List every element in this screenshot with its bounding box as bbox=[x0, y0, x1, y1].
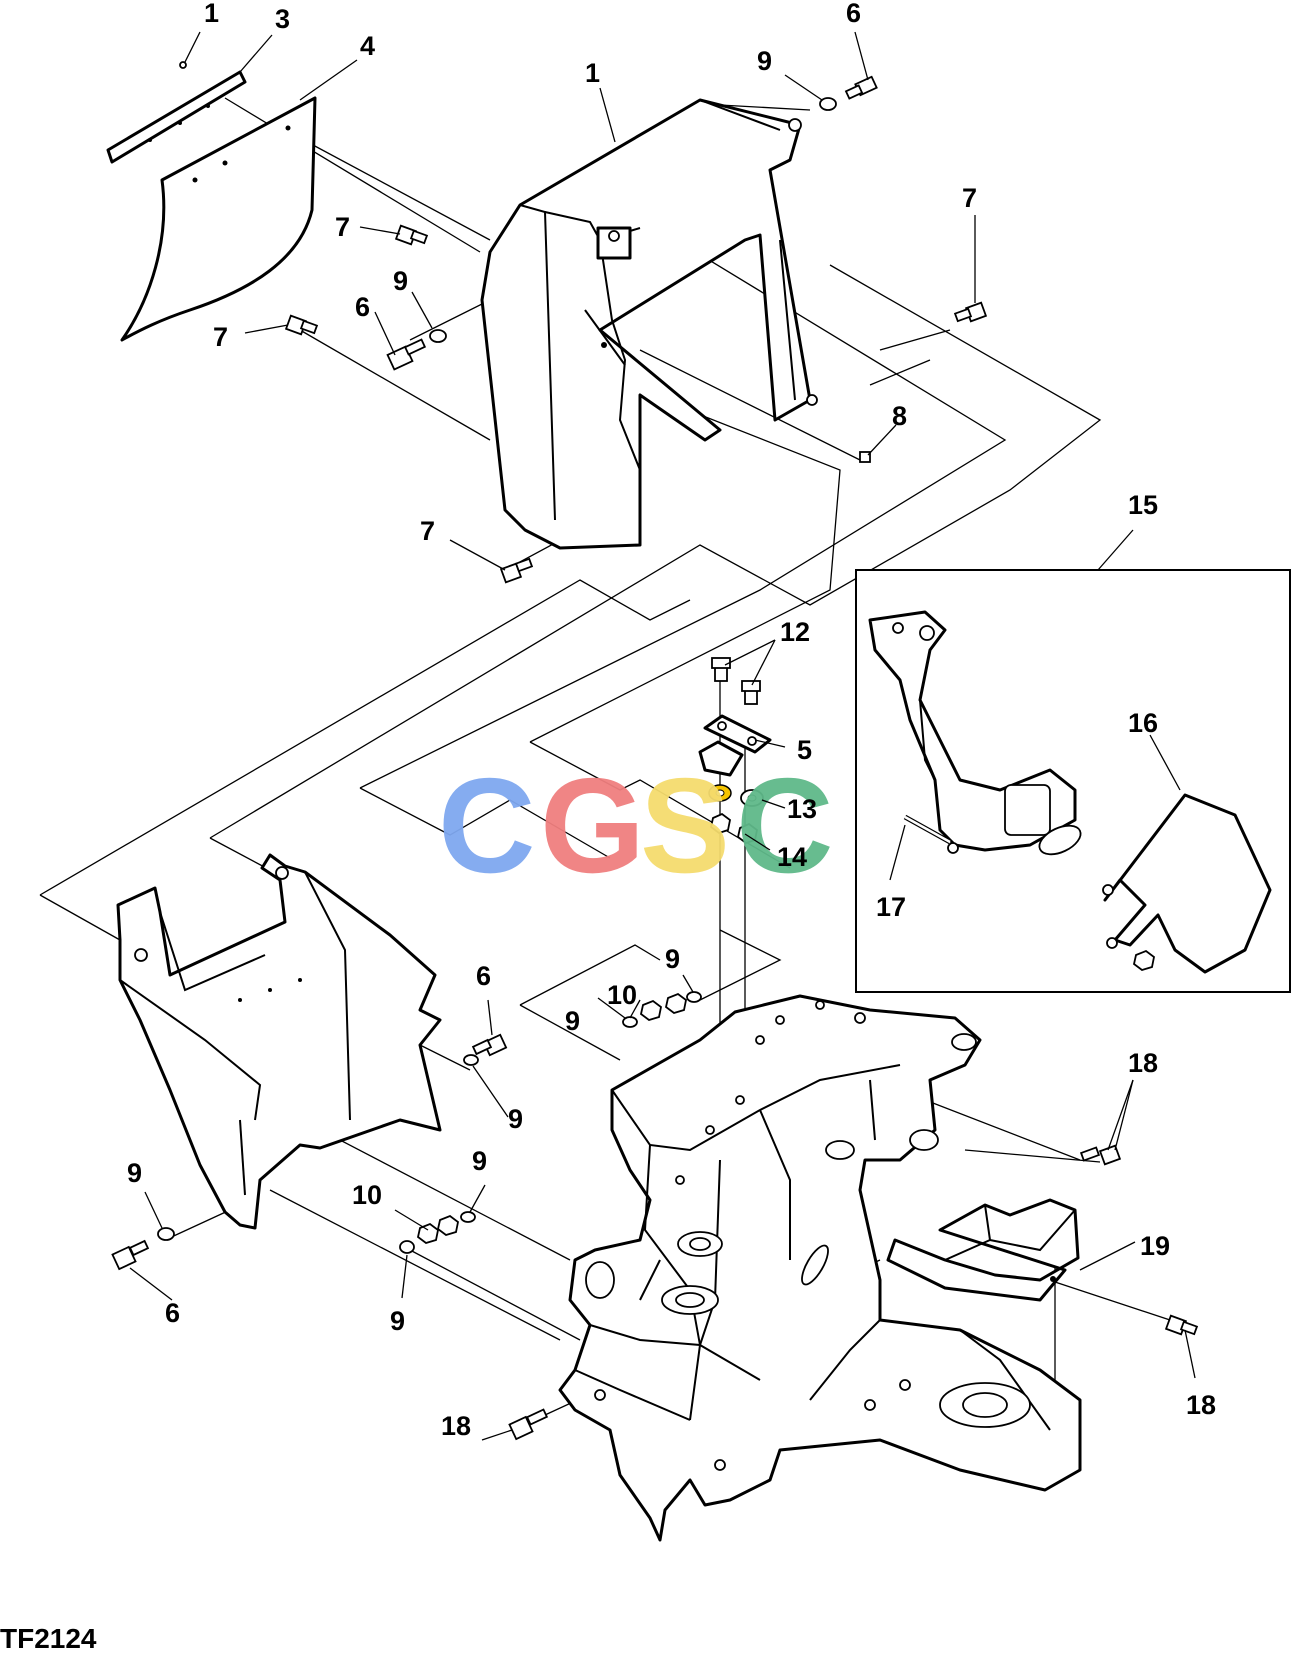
lower-left-shield bbox=[116, 853, 442, 1230]
watermark-letter-c2: C bbox=[736, 750, 834, 901]
callout-16: 16 bbox=[1128, 708, 1158, 738]
callout-9: 9 bbox=[565, 1006, 580, 1036]
bolts-18 bbox=[508, 1144, 1199, 1441]
bolt-7-right bbox=[953, 301, 988, 323]
callout-8: 8 bbox=[892, 401, 907, 431]
bolt-6-right-lowerleft bbox=[471, 1033, 508, 1057]
callout-1: 1 bbox=[204, 0, 219, 28]
callout-6: 6 bbox=[476, 961, 491, 991]
callout-17: 17 bbox=[876, 892, 906, 922]
callout-9: 9 bbox=[665, 944, 680, 974]
plate-part-5 bbox=[703, 714, 772, 754]
strip-part-3 bbox=[106, 70, 247, 164]
callout-13: 13 bbox=[787, 794, 817, 824]
screw-1 bbox=[179, 61, 187, 69]
inset-detail bbox=[855, 529, 1291, 993]
callout-15: 15 bbox=[1128, 490, 1158, 520]
callout-18: 18 bbox=[441, 1411, 471, 1441]
lower-left-hardware bbox=[111, 991, 702, 1271]
callout-19: 19 bbox=[1140, 1231, 1170, 1261]
callout-1: 1 bbox=[585, 58, 600, 88]
main-frame-casting bbox=[558, 994, 1082, 1542]
callout-7: 7 bbox=[420, 516, 435, 546]
nut-8 bbox=[859, 451, 871, 463]
watermark-letter-s: S bbox=[640, 750, 730, 901]
cover-part-19 bbox=[886, 1198, 1080, 1302]
bolt-7-lower bbox=[499, 557, 534, 584]
callout-leaders bbox=[129, 31, 1196, 1441]
watermark-letter-g: G bbox=[540, 750, 645, 901]
callout-3: 3 bbox=[275, 4, 290, 34]
bolt-17 bbox=[903, 814, 959, 854]
center-hardware-stack bbox=[698, 657, 772, 845]
bolts-12 bbox=[711, 657, 761, 705]
callout-18: 18 bbox=[1128, 1048, 1158, 1078]
watermark-cgsc: C G S C bbox=[438, 750, 834, 901]
callout-7: 7 bbox=[213, 322, 228, 352]
callout-6: 6 bbox=[355, 292, 370, 322]
bolt-6-bottom bbox=[111, 1239, 150, 1271]
callout-14: 14 bbox=[777, 842, 807, 872]
watermark-letter-c1: C bbox=[438, 750, 536, 901]
callout-9: 9 bbox=[472, 1146, 487, 1176]
callout-9: 9 bbox=[127, 1158, 142, 1188]
callout-18: 18 bbox=[1186, 1390, 1216, 1420]
callout-9: 9 bbox=[757, 46, 772, 76]
callout-labels: 1 3 4 1 6 9 7 7 9 6 7 8 7 15 12 5 13 14 … bbox=[127, 0, 1216, 1441]
shield-part-4 bbox=[120, 96, 317, 342]
bolt-7-left bbox=[284, 314, 319, 336]
bolt-7-upper bbox=[394, 224, 429, 246]
callout-12: 12 bbox=[780, 617, 810, 647]
callout-9: 9 bbox=[390, 1306, 405, 1336]
assembly-guide-lines bbox=[39, 97, 1171, 1416]
callout-4: 4 bbox=[360, 31, 375, 61]
callout-10: 10 bbox=[352, 1180, 382, 1210]
bolt-6-left bbox=[386, 338, 427, 371]
bolt-6-top bbox=[844, 75, 878, 100]
callout-9: 9 bbox=[393, 266, 408, 296]
callout-7: 7 bbox=[335, 212, 350, 242]
figure-id-label: TF2124 bbox=[0, 1623, 97, 1650]
callout-7: 7 bbox=[962, 183, 977, 213]
callout-6: 6 bbox=[846, 0, 861, 28]
callout-10: 10 bbox=[607, 980, 637, 1010]
main-shield-part-1 bbox=[480, 98, 818, 550]
callout-5: 5 bbox=[797, 735, 812, 765]
upper-hardware bbox=[179, 61, 988, 584]
callout-6: 6 bbox=[165, 1298, 180, 1328]
callout-9: 9 bbox=[508, 1104, 523, 1134]
